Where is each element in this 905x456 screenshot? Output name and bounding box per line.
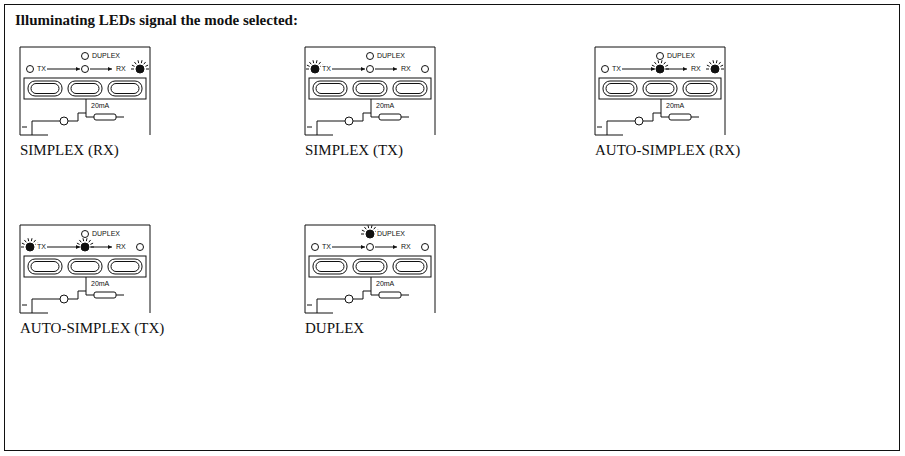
led-label: TX: [321, 65, 332, 72]
led: [26, 243, 34, 251]
led-label: RX: [690, 65, 702, 72]
led: [656, 65, 664, 73]
front-panel: [595, 47, 725, 135]
led-label: DUPLEX: [376, 230, 406, 237]
front-panel: [305, 47, 435, 135]
front-panel: [20, 47, 150, 135]
led-label: DUPLEX: [376, 52, 406, 59]
led: [27, 66, 34, 73]
led: [82, 231, 89, 238]
led: [367, 244, 374, 251]
led-label: RX: [115, 65, 127, 72]
led-label: DUPLEX: [91, 230, 121, 237]
mode-caption: AUTO-SIMPLEX (TX): [20, 321, 164, 336]
front-panel: [20, 225, 150, 313]
value-label: 20mA: [90, 102, 110, 109]
value-label: 20mA: [375, 280, 395, 287]
mode-caption: SIMPLEX (TX): [305, 143, 403, 158]
led: [422, 244, 429, 251]
title: Illuminating LEDs signal the mode select…: [15, 13, 298, 28]
led: [81, 243, 89, 251]
led: [657, 53, 664, 60]
led: [136, 65, 144, 73]
front-panel: [305, 225, 435, 313]
led-label: RX: [400, 243, 412, 250]
led: [422, 66, 429, 73]
led: [711, 65, 719, 73]
led-label: TX: [36, 65, 47, 72]
led-label: TX: [611, 65, 622, 72]
frame: [5, 5, 900, 451]
led-label: TX: [36, 243, 47, 250]
mode-caption: AUTO-SIMPLEX (RX): [595, 143, 740, 158]
led: [137, 244, 144, 251]
value-label: 20mA: [375, 102, 395, 109]
led-label: TX: [321, 243, 332, 250]
led: [602, 66, 609, 73]
value-label: 20mA: [665, 102, 685, 109]
led: [367, 66, 374, 73]
mode-caption: SIMPLEX (RX): [20, 143, 119, 158]
led: [367, 53, 374, 60]
led: [82, 66, 89, 73]
led-label: RX: [400, 65, 412, 72]
led: [366, 230, 374, 238]
mode-caption: DUPLEX: [305, 321, 364, 336]
led: [311, 65, 319, 73]
led-label: DUPLEX: [666, 52, 696, 59]
value-label: 20mA: [90, 280, 110, 287]
led: [82, 53, 89, 60]
led-label: RX: [115, 243, 127, 250]
led-label: DUPLEX: [91, 52, 121, 59]
led: [312, 244, 319, 251]
